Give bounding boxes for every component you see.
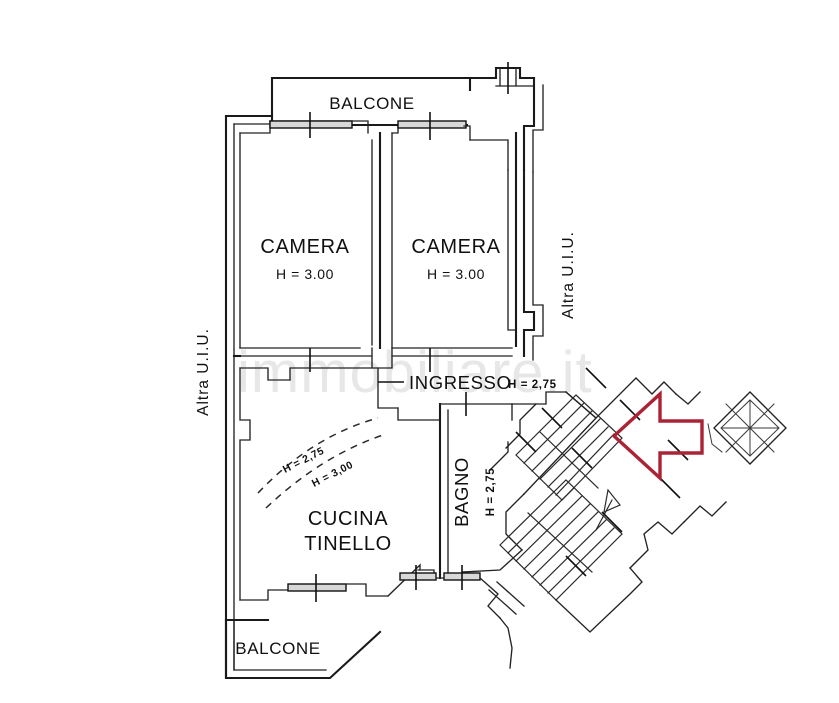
room-height-camera-2: H = 3.00 [427,266,485,282]
arc-height-label-1: H = 2,75 [281,445,326,476]
arc-height-label-2: H = 3,00 [310,459,355,490]
room-cucina-walls [239,367,435,602]
room-label-bagno: BAGNO [451,457,472,527]
neighbor-label-right: Altra U.I.U. [560,231,577,319]
labels: BALCONE CAMERA H = 3.00 CAMERA H = 3.00 … [195,94,577,658]
exterior-wall-right-upper [522,168,544,361]
room-height-bagno: H = 2,75 [485,468,497,517]
room-camera-2-walls [391,112,518,349]
exterior-wall-left [224,114,274,680]
room-label-cucina: CUCINA [308,508,388,530]
ceiling-height-arcs [257,417,387,509]
staircase [489,367,727,633]
room-height-camera-1: H = 3.00 [276,266,334,282]
light-well-diamond [707,391,787,465]
balcone-top-outline [270,62,544,173]
room-camera-1-walls [239,112,382,350]
room-label-tinello: TINELLO [304,533,392,555]
room-label-ingresso: INGRESSO [409,372,511,393]
balcone-top-label: BALCONE [329,94,414,113]
entrance-direction-arrow [611,390,704,482]
balcone-bottom-outline [224,618,382,680]
room-label-camera-1: CAMERA [260,236,349,258]
neighbor-label-left: Altra U.I.U. [195,328,212,416]
room-label-camera-2: CAMERA [411,236,500,258]
landing-doors [399,565,525,669]
balcone-bottom-label: BALCONE [235,639,320,658]
room-height-ingresso: H = 2,75 [508,379,557,391]
room-bagno-walls [461,391,597,573]
